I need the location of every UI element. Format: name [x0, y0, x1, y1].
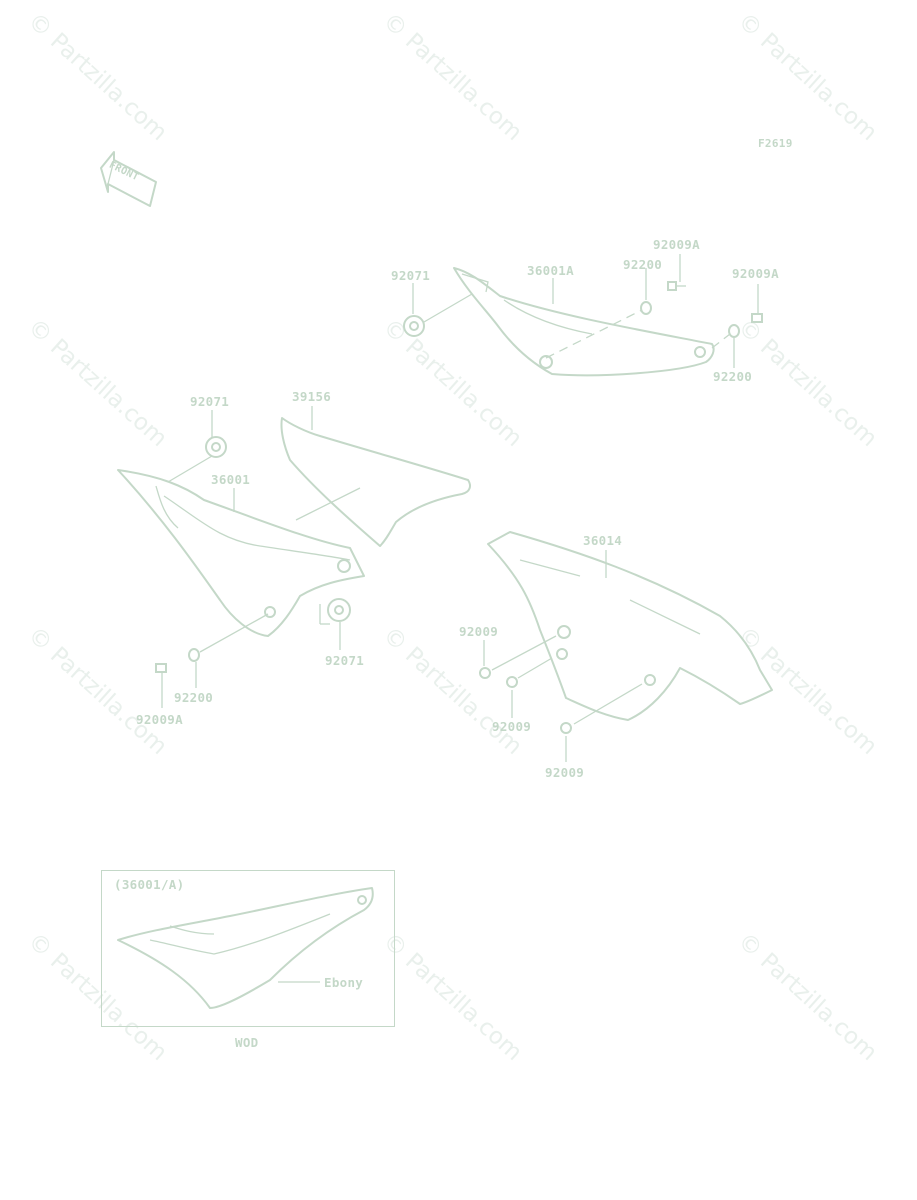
chain-cover-36014[interactable] — [487, 531, 773, 721]
bolt-92009a-upper[interactable] — [667, 281, 686, 291]
part-label-92009[interactable]: 92009 — [545, 765, 585, 780]
part-label-92071[interactable]: 92071 — [391, 268, 431, 283]
part-label-36001a[interactable]: 36001A — [527, 263, 574, 278]
part-label-92071[interactable]: 92071 — [325, 653, 365, 668]
part-label-92009a[interactable]: 92009A — [136, 712, 183, 727]
grommet-92071-upper[interactable] — [403, 315, 425, 337]
part-label-92200[interactable]: 92200 — [713, 369, 753, 384]
bolt-92009-b[interactable] — [506, 676, 518, 688]
washer-92200-left[interactable] — [188, 648, 200, 662]
part-label-39156[interactable]: 39156 — [292, 389, 332, 404]
part-label-92009[interactable]: 92009 — [492, 719, 532, 734]
grommet-92071-left-top[interactable] — [205, 436, 227, 458]
side-cover-36001a[interactable] — [453, 267, 715, 377]
part-label-92009a[interactable]: 92009A — [653, 237, 700, 252]
inset-caption: WOD — [235, 1035, 259, 1050]
part-label-92071[interactable]: 92071 — [190, 394, 230, 409]
front-direction-arrow-icon — [100, 151, 157, 207]
bolt-92009a-right[interactable] — [751, 313, 763, 323]
cover-plate-39156[interactable] — [280, 417, 471, 547]
inset-color-label: Ebony — [324, 975, 364, 990]
washer-92200-right[interactable] — [728, 324, 740, 338]
part-label-92009a[interactable]: 92009A — [732, 266, 779, 281]
bolt-92009-c[interactable] — [560, 722, 572, 734]
part-label-92200[interactable]: 92200 — [623, 257, 663, 272]
grommet-92071-left-bottom[interactable] — [327, 598, 351, 622]
inset-box — [101, 870, 395, 1027]
part-label-92009[interactable]: 92009 — [459, 624, 499, 639]
inset-title: (36001/A) — [114, 877, 185, 892]
part-label-36014[interactable]: 36014 — [583, 533, 623, 548]
inset-side-cover-variant[interactable] — [117, 887, 374, 1009]
part-label-92200[interactable]: 92200 — [174, 690, 214, 705]
side-cover-36001[interactable] — [117, 469, 365, 637]
washer-92200-upper[interactable] — [640, 301, 652, 315]
bolt-92009a-left[interactable] — [155, 663, 167, 688]
diagram-code: F2619 — [758, 137, 793, 150]
part-label-36001[interactable]: 36001 — [211, 472, 251, 487]
bolt-92009-a[interactable] — [479, 667, 491, 679]
